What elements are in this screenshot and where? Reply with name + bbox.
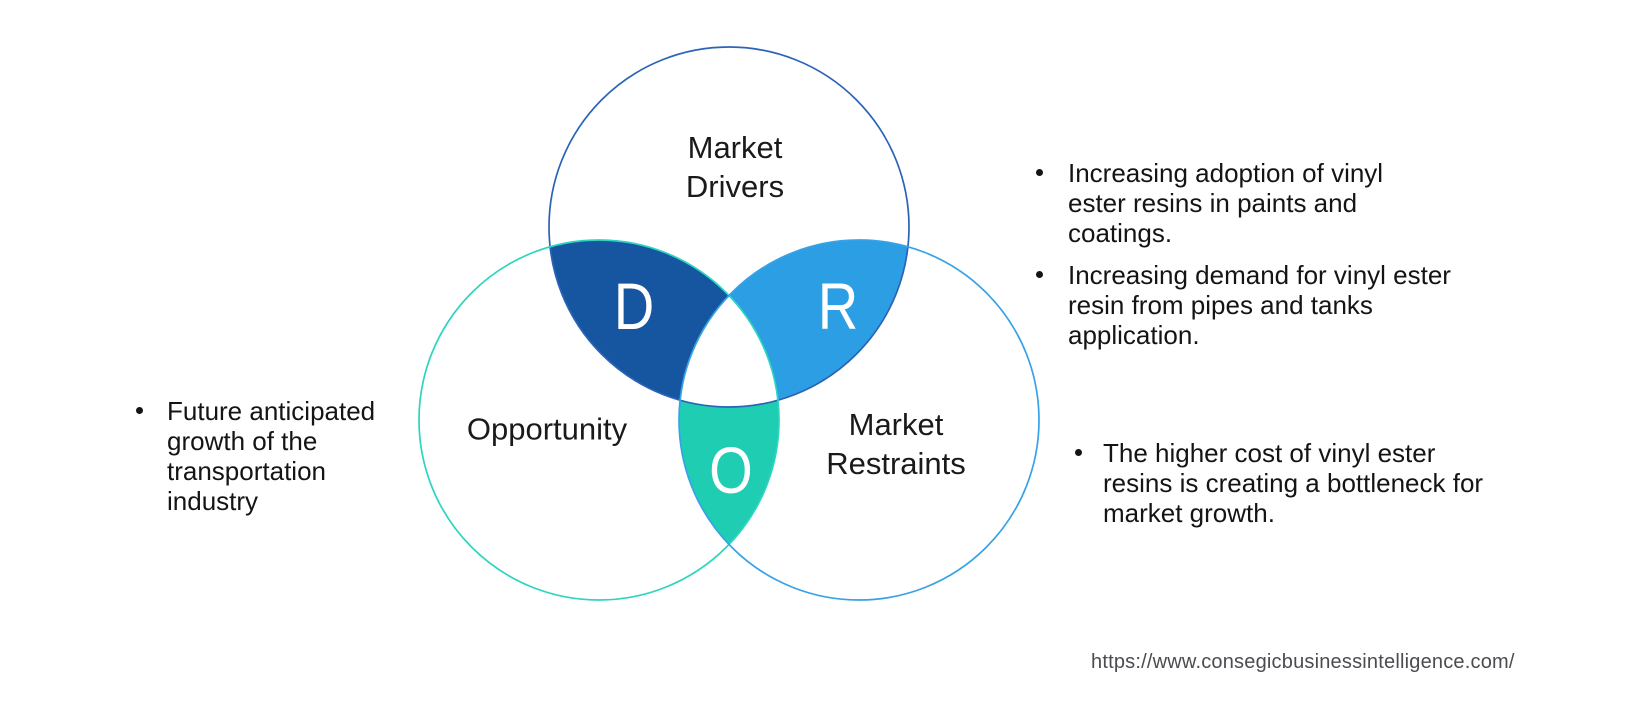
bullet-restraint: The higher cost of vinyl ester resins is… xyxy=(1075,438,1483,528)
bullet-text-driver-2: Increasing demand for vinyl ester resin … xyxy=(1068,260,1451,350)
drivers-label: Market Drivers xyxy=(685,130,785,204)
letter-r: R xyxy=(817,269,859,343)
opportunity-label: Opportunity xyxy=(466,411,628,447)
bullet-text-restraint: The higher cost of vinyl ester resins is… xyxy=(1103,438,1484,528)
bullet-text-driver-1: Increasing adoption of vinyl ester resin… xyxy=(1068,158,1384,248)
bullet-driver-2: Increasing demand for vinyl ester resin … xyxy=(1036,260,1451,350)
bullet-text-opportunity: Future anticipated growth of the transpo… xyxy=(167,396,376,516)
opportunity-circle xyxy=(418,239,780,601)
letter-o: O xyxy=(709,433,753,507)
bullet-driver-1: Increasing adoption of vinyl ester resin… xyxy=(1036,158,1383,248)
source-url: https://www.consegicbusinessintelligence… xyxy=(1091,651,1515,673)
drivers-circle xyxy=(548,46,910,408)
restraints-circle xyxy=(678,239,1040,601)
bullet-opportunity: Future anticipated growth of the transpo… xyxy=(136,396,375,516)
letter-d: D xyxy=(613,269,655,343)
bullet-dot xyxy=(136,407,143,414)
bullet-dot xyxy=(1036,169,1043,176)
bullet-dot xyxy=(1075,449,1082,456)
bullet-dot xyxy=(1036,271,1043,278)
restraints-label: Market Restraints xyxy=(826,407,966,481)
